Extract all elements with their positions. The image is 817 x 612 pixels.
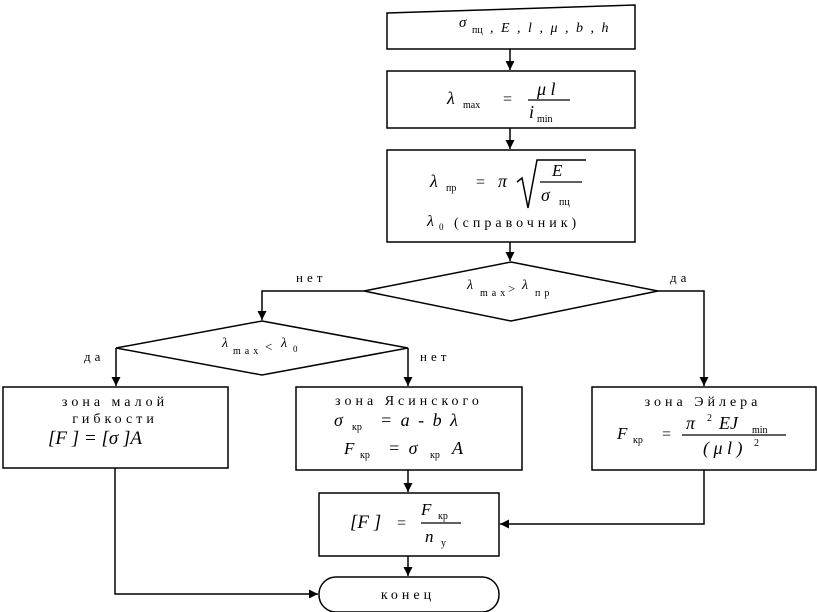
decision-main-op: > [508, 281, 515, 296]
main-decision-diamond: λ max > λ пр [363, 261, 659, 322]
euler-eq: = [662, 426, 671, 443]
lambda-pr-numerator: E [551, 161, 563, 180]
input-sigma-sub: пц [472, 25, 483, 36]
euler-num-rest: EJ [718, 413, 739, 433]
euler-F-sub: кр [633, 435, 643, 446]
allowable-load-box: [F ] = F кр n у [318, 492, 500, 557]
label-no-main: нет [296, 270, 326, 285]
lambda-pr-sub: пр [446, 183, 456, 194]
euler-F: F [616, 424, 628, 443]
euler-num-pi: π [686, 413, 696, 433]
left-decision-diamond: λ max < λ 0 [115, 320, 409, 376]
lambda-max-sub: max [463, 100, 480, 111]
end-terminal: конец [318, 576, 500, 612]
decision-left-lambda2: λ [280, 336, 287, 351]
lambda0-symbol: λ [426, 213, 434, 230]
allowable-numerator-sub: кр [438, 511, 448, 522]
lambda-max-box: λ max = μ l i min [386, 70, 636, 129]
yasinsky-rhs2-A: A [451, 438, 464, 458]
zone-yasinsky-box: зона Ясинского σ кр = a - b λ F кр = σ к… [295, 386, 523, 471]
input-params: , E , l , μ , b , h [490, 21, 610, 36]
decision-main-lambda2: λ [521, 278, 528, 293]
allowable-numerator: F [420, 500, 432, 519]
yasinsky-sigma: σ [334, 410, 344, 430]
lambda-max-denominator: i [529, 102, 534, 122]
lambda0-sub: 0 [439, 222, 444, 232]
input-box: σ пц , E , l , μ , b , h [386, 4, 636, 50]
arrow-euler-to-allowable [500, 470, 705, 529]
lambda-max-denominator-sub: min [537, 114, 553, 125]
yasinsky-rhs1: = a - b λ [380, 410, 458, 430]
zone-small-flexibility-box: зона малой гибкости [F ] = [σ ]A [2, 386, 229, 469]
arrow-small-zone-to-end [114, 468, 318, 599]
arrow-yes-to-euler [658, 290, 709, 386]
euler-num-exp: 2 [707, 413, 712, 424]
input-sigma: σ [459, 15, 467, 31]
zone-small-formula: [F ] = [σ ]A [48, 428, 142, 449]
lambda-pr-denominator-sub: пц [559, 197, 570, 208]
end-label: конец [381, 588, 435, 603]
lambda-max-numerator: μ l [536, 79, 556, 99]
decision-main-sub2: пр [535, 288, 553, 299]
yasinsky-sigma-sub: кр [352, 422, 362, 433]
decision-left-sub2: 0 [293, 344, 298, 354]
zone-euler-title: зона Эйлера [645, 395, 762, 410]
decision-left-lambda1: λ [221, 336, 228, 351]
label-yes-left: да [84, 349, 104, 364]
allowable-lhs: [F ] [350, 512, 381, 533]
allowable-eq: = [397, 515, 406, 532]
sqrt-sign [516, 159, 586, 209]
yasinsky-F: F [343, 439, 355, 458]
lambda-pr-pi: π [498, 171, 508, 191]
euler-den: ( μ l ) [703, 438, 743, 459]
allowable-denominator: n [425, 527, 434, 546]
zone-euler-box: зона Эйлера F кр = π 2 EJ min ( μ l ) 2 [591, 386, 817, 471]
lambda-pr-denominator: σ [541, 185, 551, 205]
yasinsky-rhs2-sigma: = σ [388, 438, 419, 458]
euler-den-exp: 2 [754, 438, 759, 449]
lambda-pr-box: λ пр = π E σ пц λ 0 (справочник) [386, 149, 636, 243]
decision-main-lambda1: λ [466, 278, 473, 293]
zone-yasinsky-title: зона Ясинского [335, 394, 483, 409]
label-no-left: нет [420, 349, 450, 364]
arrow-no-to-left-decision [257, 290, 364, 320]
label-yes-main: да [670, 270, 690, 285]
euler-num-sub: min [752, 425, 768, 436]
yasinsky-rhs2-sub: кр [430, 450, 440, 461]
decision-main-sub1: max [480, 288, 509, 299]
allowable-denominator-sub: у [441, 538, 446, 549]
lambda-pr-symbol: λ [429, 171, 438, 191]
lambda-pr-eq: = [476, 174, 485, 191]
lambda-max-eq: = [503, 91, 512, 108]
yasinsky-F-sub: кр [360, 450, 370, 461]
decision-left-sub1: max [233, 346, 262, 357]
zone-small-title-line2: гибкости [72, 412, 158, 427]
reference-text: (справочник) [454, 216, 580, 231]
decision-left-op: < [265, 339, 272, 354]
zone-small-title-line1: зона малой [62, 395, 168, 410]
lambda-max-symbol: λ [446, 88, 455, 108]
